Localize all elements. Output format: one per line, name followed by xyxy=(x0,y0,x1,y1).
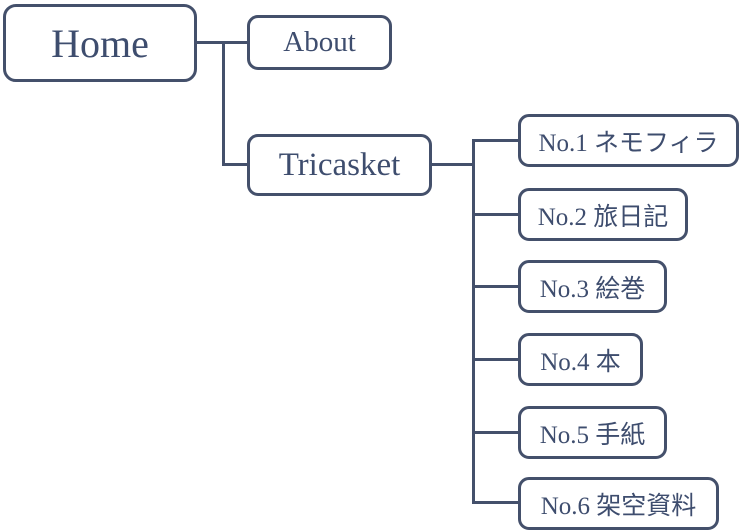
node-about-label: About xyxy=(283,26,356,58)
connector-child-3-branch xyxy=(472,285,518,288)
node-no1-nemophila[interactable]: No.1 ネモフィラ xyxy=(518,114,739,167)
node-no6-fictional-materials[interactable]: No.6 架空資料 xyxy=(518,477,719,530)
node-tricasket-label: Tricasket xyxy=(278,146,401,183)
node-no6-label: No.6 架空資料 xyxy=(540,492,697,520)
connector-child-1-branch xyxy=(472,139,518,142)
connector-about-branch xyxy=(222,41,247,44)
node-no4-label: No.4 本 xyxy=(540,348,621,376)
connector-tricasket-branch xyxy=(222,163,247,166)
connector-trunk-level2 xyxy=(222,41,225,166)
node-home[interactable]: Home xyxy=(3,4,197,82)
connector-child-4-branch xyxy=(472,358,518,361)
node-no2-label: No.2 旅日記 xyxy=(537,203,669,231)
node-no1-label: No.1 ネモフィラ xyxy=(538,129,719,157)
node-no5-letter[interactable]: No.5 手紙 xyxy=(518,406,667,459)
connector-trunk-level3 xyxy=(472,139,475,504)
node-no3-picture-scroll[interactable]: No.3 絵巻 xyxy=(518,260,667,313)
node-no3-label: No.3 絵巻 xyxy=(539,275,646,303)
node-no4-book[interactable]: No.4 本 xyxy=(518,333,643,386)
node-tricasket[interactable]: Tricasket xyxy=(247,134,432,196)
node-about[interactable]: About xyxy=(247,15,392,70)
connector-child-6-branch xyxy=(472,501,518,504)
node-no2-travel-diary[interactable]: No.2 旅日記 xyxy=(518,188,688,241)
node-no5-label: No.5 手紙 xyxy=(539,421,646,449)
connector-home-trunk xyxy=(197,41,225,44)
connector-tricasket-trunk xyxy=(432,163,472,166)
node-home-label: Home xyxy=(51,20,149,66)
connector-child-5-branch xyxy=(472,431,518,434)
connector-child-2-branch xyxy=(472,213,518,216)
